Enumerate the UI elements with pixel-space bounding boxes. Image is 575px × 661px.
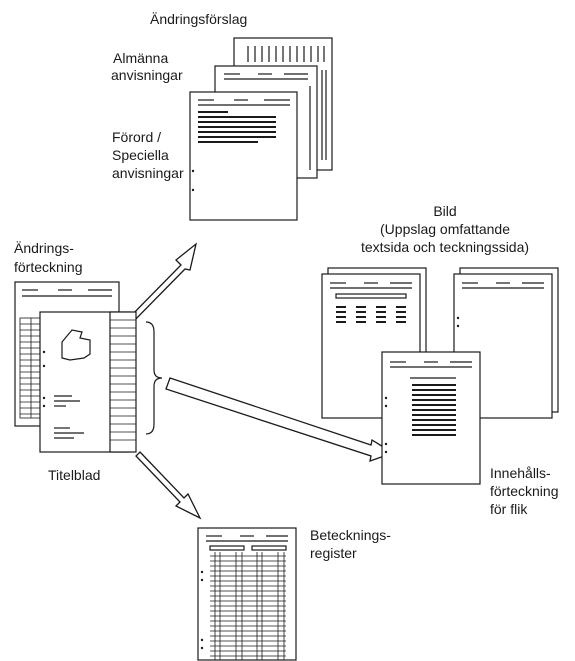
label-innehall-line3: för flik xyxy=(490,501,528,517)
label-forord-line3: anvisningar xyxy=(112,165,184,181)
page-forord xyxy=(189,91,298,221)
page-titelblad xyxy=(39,311,137,453)
page-innehallsforteckning xyxy=(381,351,481,485)
label-andringsforteckning-line1: Ändrings- xyxy=(14,240,74,256)
index-tabs xyxy=(109,311,137,453)
label-bild-line1: Bild xyxy=(433,203,456,219)
label-andringsforteckning-line2: förteckning xyxy=(14,259,82,275)
label-beteckning-line2: register xyxy=(310,545,357,561)
bild-spread xyxy=(321,267,559,485)
bracket-brace xyxy=(145,321,163,435)
label-innehall-line2: förteckning xyxy=(490,483,558,499)
top-page-stack xyxy=(189,37,333,221)
aircraft-silhouette-icon xyxy=(61,329,91,361)
label-titelblad: Titelblad xyxy=(48,467,100,483)
label-bild-line3: textsida och teckningssida) xyxy=(361,239,529,255)
label-innehall-line1: Innehålls- xyxy=(490,465,551,481)
label-andringsforslag: Ändringsförslag xyxy=(150,11,247,27)
left-page-stack xyxy=(14,281,163,453)
arrow-to-beteckningsregister xyxy=(135,451,202,520)
page-beteckningsregister xyxy=(197,527,297,661)
label-bild-line2: (Uppslag omfattande xyxy=(380,221,510,237)
label-beteckning-line1: Betecknings- xyxy=(310,527,391,543)
arrow-to-top-stack xyxy=(124,242,198,327)
label-almanna-line1: Almänna xyxy=(113,50,168,66)
label-forord-line1: Förord / xyxy=(112,129,161,145)
label-forord-line2: Speciella xyxy=(112,147,169,163)
label-almanna-line2: anvisningar xyxy=(111,67,183,83)
